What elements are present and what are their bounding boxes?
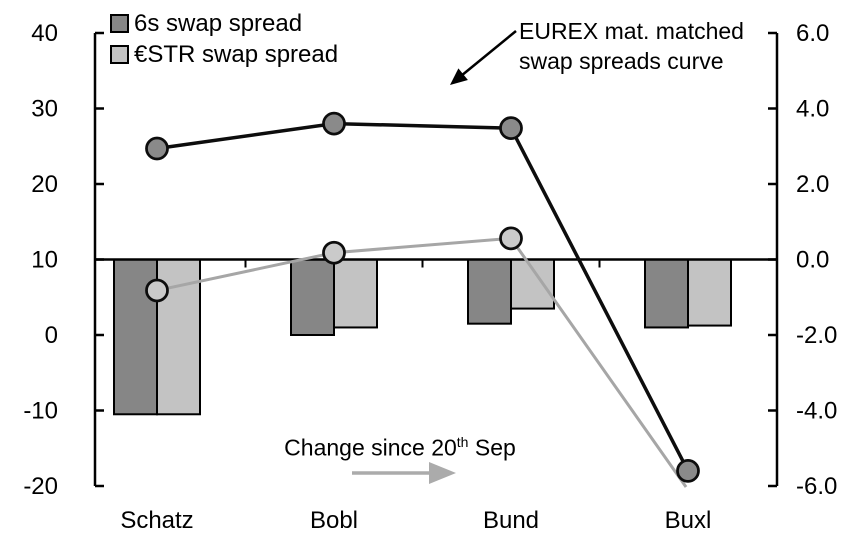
legend-swatch-estr-icon [110,45,129,64]
legend: 6s swap spread €STR swap spread [110,8,338,70]
right-axis-label: 0.0 [796,247,829,274]
left-axis-label: 0 [45,322,58,349]
left-axis-label: 40 [31,20,58,47]
left-axis-label: 30 [31,96,58,123]
curve-annotation-arrow-head-icon [450,68,468,85]
x-axis-label-schatz: Schatz [120,507,193,534]
line-estr [156,236,688,488]
legend-label-6s: 6s swap spread [134,9,303,37]
change-annotation: Change since 20th Sep [270,434,530,462]
line-6s [156,121,690,472]
change-annotation-suffix: Sep [468,434,516,461]
left-axis-label: 10 [31,247,58,274]
bar-6s-bobl [290,258,335,336]
curve-annotation-line1: EUREX mat. matched [519,18,744,44]
right-axis-label: 6.0 [796,20,829,47]
marker-6s-bund-icon [499,116,523,141]
marker-estr-bund-icon [499,226,523,251]
marker-6s-schatz-icon [145,136,169,161]
x-axis-label-bund: Bund [483,507,539,534]
left-axis-label: -20 [23,473,58,500]
bar-6s-buxl [644,258,689,329]
marker-6s-buxl-icon [676,459,700,483]
curve-annotation-arrow-shaft [459,30,517,78]
right-axis-label: -6.0 [796,473,837,500]
marker-6s-bobl-icon [322,111,346,136]
legend-item-6s-swap-spread: 6s swap spread [110,8,338,39]
legend-swatch-6s-icon [110,14,129,33]
bar-6s-bund [467,258,512,325]
curve-annotation-line2: swap spreads curve [519,48,724,74]
left-axis-label: 20 [31,171,58,198]
right-axis-label: 2.0 [796,171,829,198]
change-annotation-sup: th [456,434,469,450]
right-axis-label: -2.0 [796,322,837,349]
x-axis-label-bobl: Bobl [310,507,358,534]
right-axis-label: -4.0 [796,398,837,425]
curve-annotation: EUREX mat. matched swap spreads curve [519,16,744,76]
marker-estr-bobl-icon [322,240,346,265]
left-axis-label: -10 [23,398,58,425]
legend-label-estr: €STR swap spread [134,40,339,68]
change-annotation-text: Change since 20 [284,434,457,461]
x-axis-label-buxl: Buxl [665,507,712,534]
bar-estr-buxl [687,258,732,327]
right-axis-label: 4.0 [796,96,829,123]
change-annotation-arrow-head-icon [429,462,456,484]
marker-estr-schatz-icon [145,278,169,303]
legend-item-estr-swap-spread: €STR swap spread [110,39,338,70]
bar-estr-bobl [333,258,378,329]
